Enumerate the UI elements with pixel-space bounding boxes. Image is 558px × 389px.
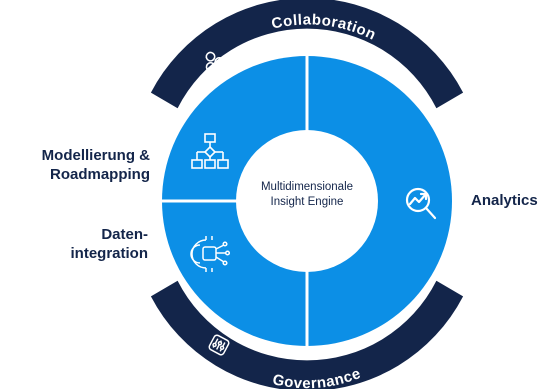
center-title-line2: Insight Engine (270, 196, 344, 208)
collaboration-icon (205, 51, 225, 72)
collaboration-band (150, 0, 464, 109)
analytics-magnifier-icon (405, 187, 437, 220)
center-title-line1: Multidimensionale (260, 181, 354, 193)
modelling-label-line1: Modellierung & (41, 147, 150, 164)
center-circle (236, 130, 378, 272)
analytics-label-text: Analytics (471, 192, 538, 209)
data-label-line1: Daten- (101, 226, 148, 243)
flowchart-icon (191, 133, 229, 169)
center-title: Multidimensionale Insight Engine (232, 180, 382, 210)
data-integration-label: Daten- integration (40, 225, 149, 263)
modelling-roadmapping-label: Modellierung & Roadmapping (4, 146, 150, 184)
modelling-label-line2: Roadmapping (50, 166, 150, 183)
governance-icon (208, 334, 230, 356)
governance-band (150, 280, 464, 389)
data-label-line2: integration (70, 245, 149, 262)
analytics-label: Analytics (471, 191, 538, 210)
chip-icon (190, 236, 231, 272)
